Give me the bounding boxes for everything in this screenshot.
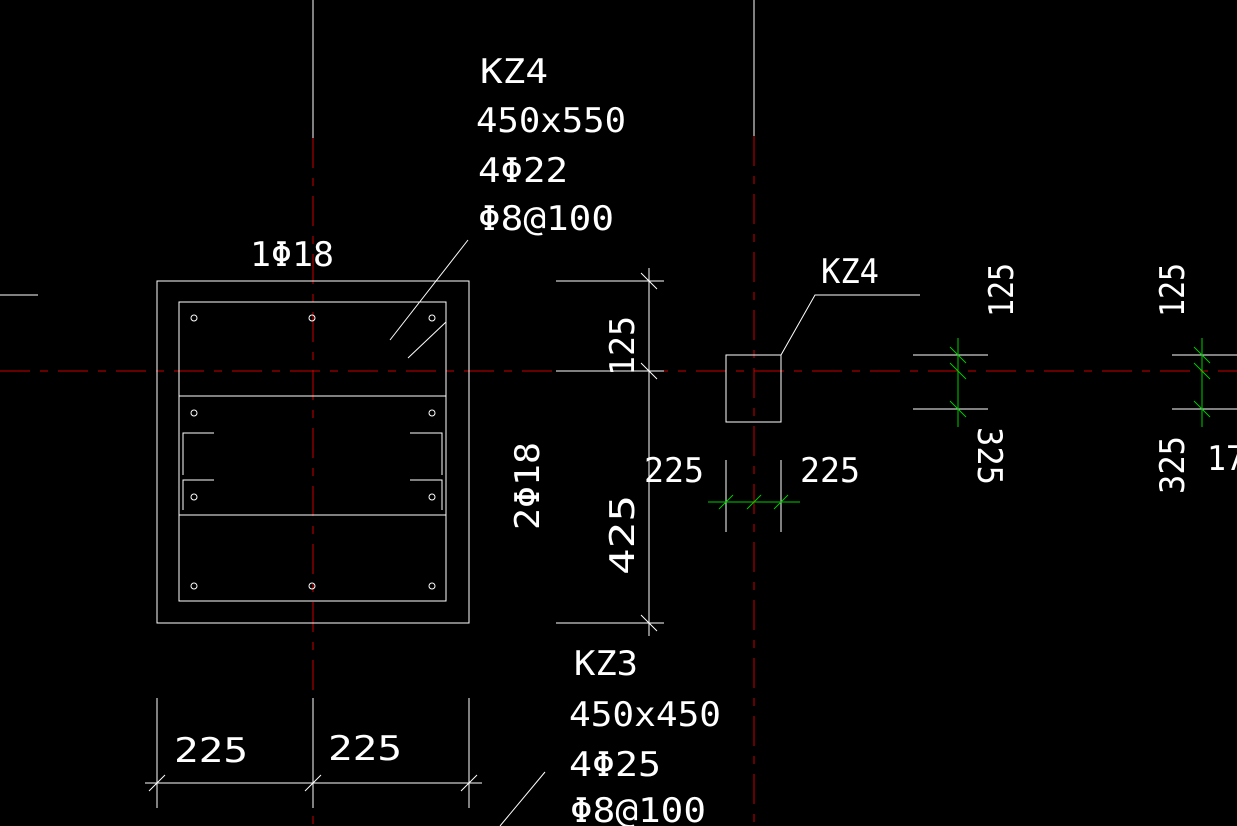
dimensions-large xyxy=(145,268,664,826)
top-rebar-label: 1Φ18 xyxy=(250,235,334,275)
small-dimension-green xyxy=(708,494,800,510)
tick xyxy=(773,494,789,510)
tick xyxy=(949,400,967,418)
tick xyxy=(746,494,762,510)
rebar-dot xyxy=(428,409,436,417)
dim-text-small-right: 225 xyxy=(800,451,860,491)
dim-text-bottom-right: 225 xyxy=(328,729,402,769)
dim-text-far-top-1: 125 xyxy=(982,263,1022,317)
corner-hook xyxy=(407,321,447,359)
dim-text-bottom-left: 225 xyxy=(174,731,248,771)
kz4-size: 450x550 xyxy=(476,101,626,141)
kz4-callout-label: KZ4 xyxy=(821,252,879,292)
rebar-dot xyxy=(308,314,316,322)
dim-text-far-cut: 17 xyxy=(1207,439,1237,479)
tick xyxy=(304,774,322,792)
rebar-dot xyxy=(428,582,436,590)
tick xyxy=(460,774,478,792)
kz3-main-rebar: 4Φ25 xyxy=(569,745,661,785)
tick xyxy=(640,272,658,290)
small-column-outline xyxy=(725,354,782,423)
tick xyxy=(718,494,734,510)
tick xyxy=(1193,400,1211,418)
tick xyxy=(1193,362,1211,380)
kz4-stirrup: Φ8@100 xyxy=(478,199,614,239)
dim-text-right-bottom: 425 xyxy=(603,495,643,575)
annotation-text: KZ4 450x550 4Φ22 Φ8@100 1Φ18 2Φ18 125 42… xyxy=(174,52,1237,826)
kz3-name: KZ3 xyxy=(574,644,638,684)
hook-right-1 xyxy=(410,432,443,475)
column-outline xyxy=(156,280,470,624)
dim-text-far-bottom-1: 325 xyxy=(969,427,1009,485)
dim-text-small-left: 225 xyxy=(644,451,704,491)
dim-text-right-top: 125 xyxy=(603,316,643,376)
stirrup-outline xyxy=(178,301,447,602)
hook-left-1 xyxy=(182,432,214,475)
kz3-size: 450x450 xyxy=(569,695,721,735)
kz4-main-rebar: 4Φ22 xyxy=(478,151,568,191)
leader-small-kz4 xyxy=(780,294,920,356)
dim-text-far-top-2: 125 xyxy=(1153,263,1193,317)
leader-kz3 xyxy=(499,771,546,826)
kz4-name: KZ4 xyxy=(480,52,548,92)
tick xyxy=(640,362,658,380)
rebar-dot xyxy=(308,582,316,590)
far-dimensions xyxy=(913,338,1237,427)
tick xyxy=(148,774,166,792)
rebar-dot xyxy=(190,582,198,590)
leader-kz4 xyxy=(389,239,469,341)
rebar-dot xyxy=(190,409,198,417)
rebar-dot xyxy=(428,493,436,501)
tick xyxy=(640,614,658,632)
side-rebar-label: 2Φ18 xyxy=(508,442,548,530)
rebar-dot xyxy=(190,493,198,501)
rebar-dot xyxy=(428,314,436,322)
tick xyxy=(949,346,967,364)
hook-right-2 xyxy=(410,479,443,510)
hook-left-2 xyxy=(182,479,214,510)
kz3-stirrup: Φ8@100 xyxy=(570,791,706,826)
rebar-dot xyxy=(190,314,198,322)
tick xyxy=(949,362,967,380)
small-column-kz4 xyxy=(725,294,920,532)
column-section-kz4 xyxy=(156,239,470,624)
tick xyxy=(1193,346,1211,364)
dim-text-far-bottom-2: 325 xyxy=(1153,436,1193,494)
